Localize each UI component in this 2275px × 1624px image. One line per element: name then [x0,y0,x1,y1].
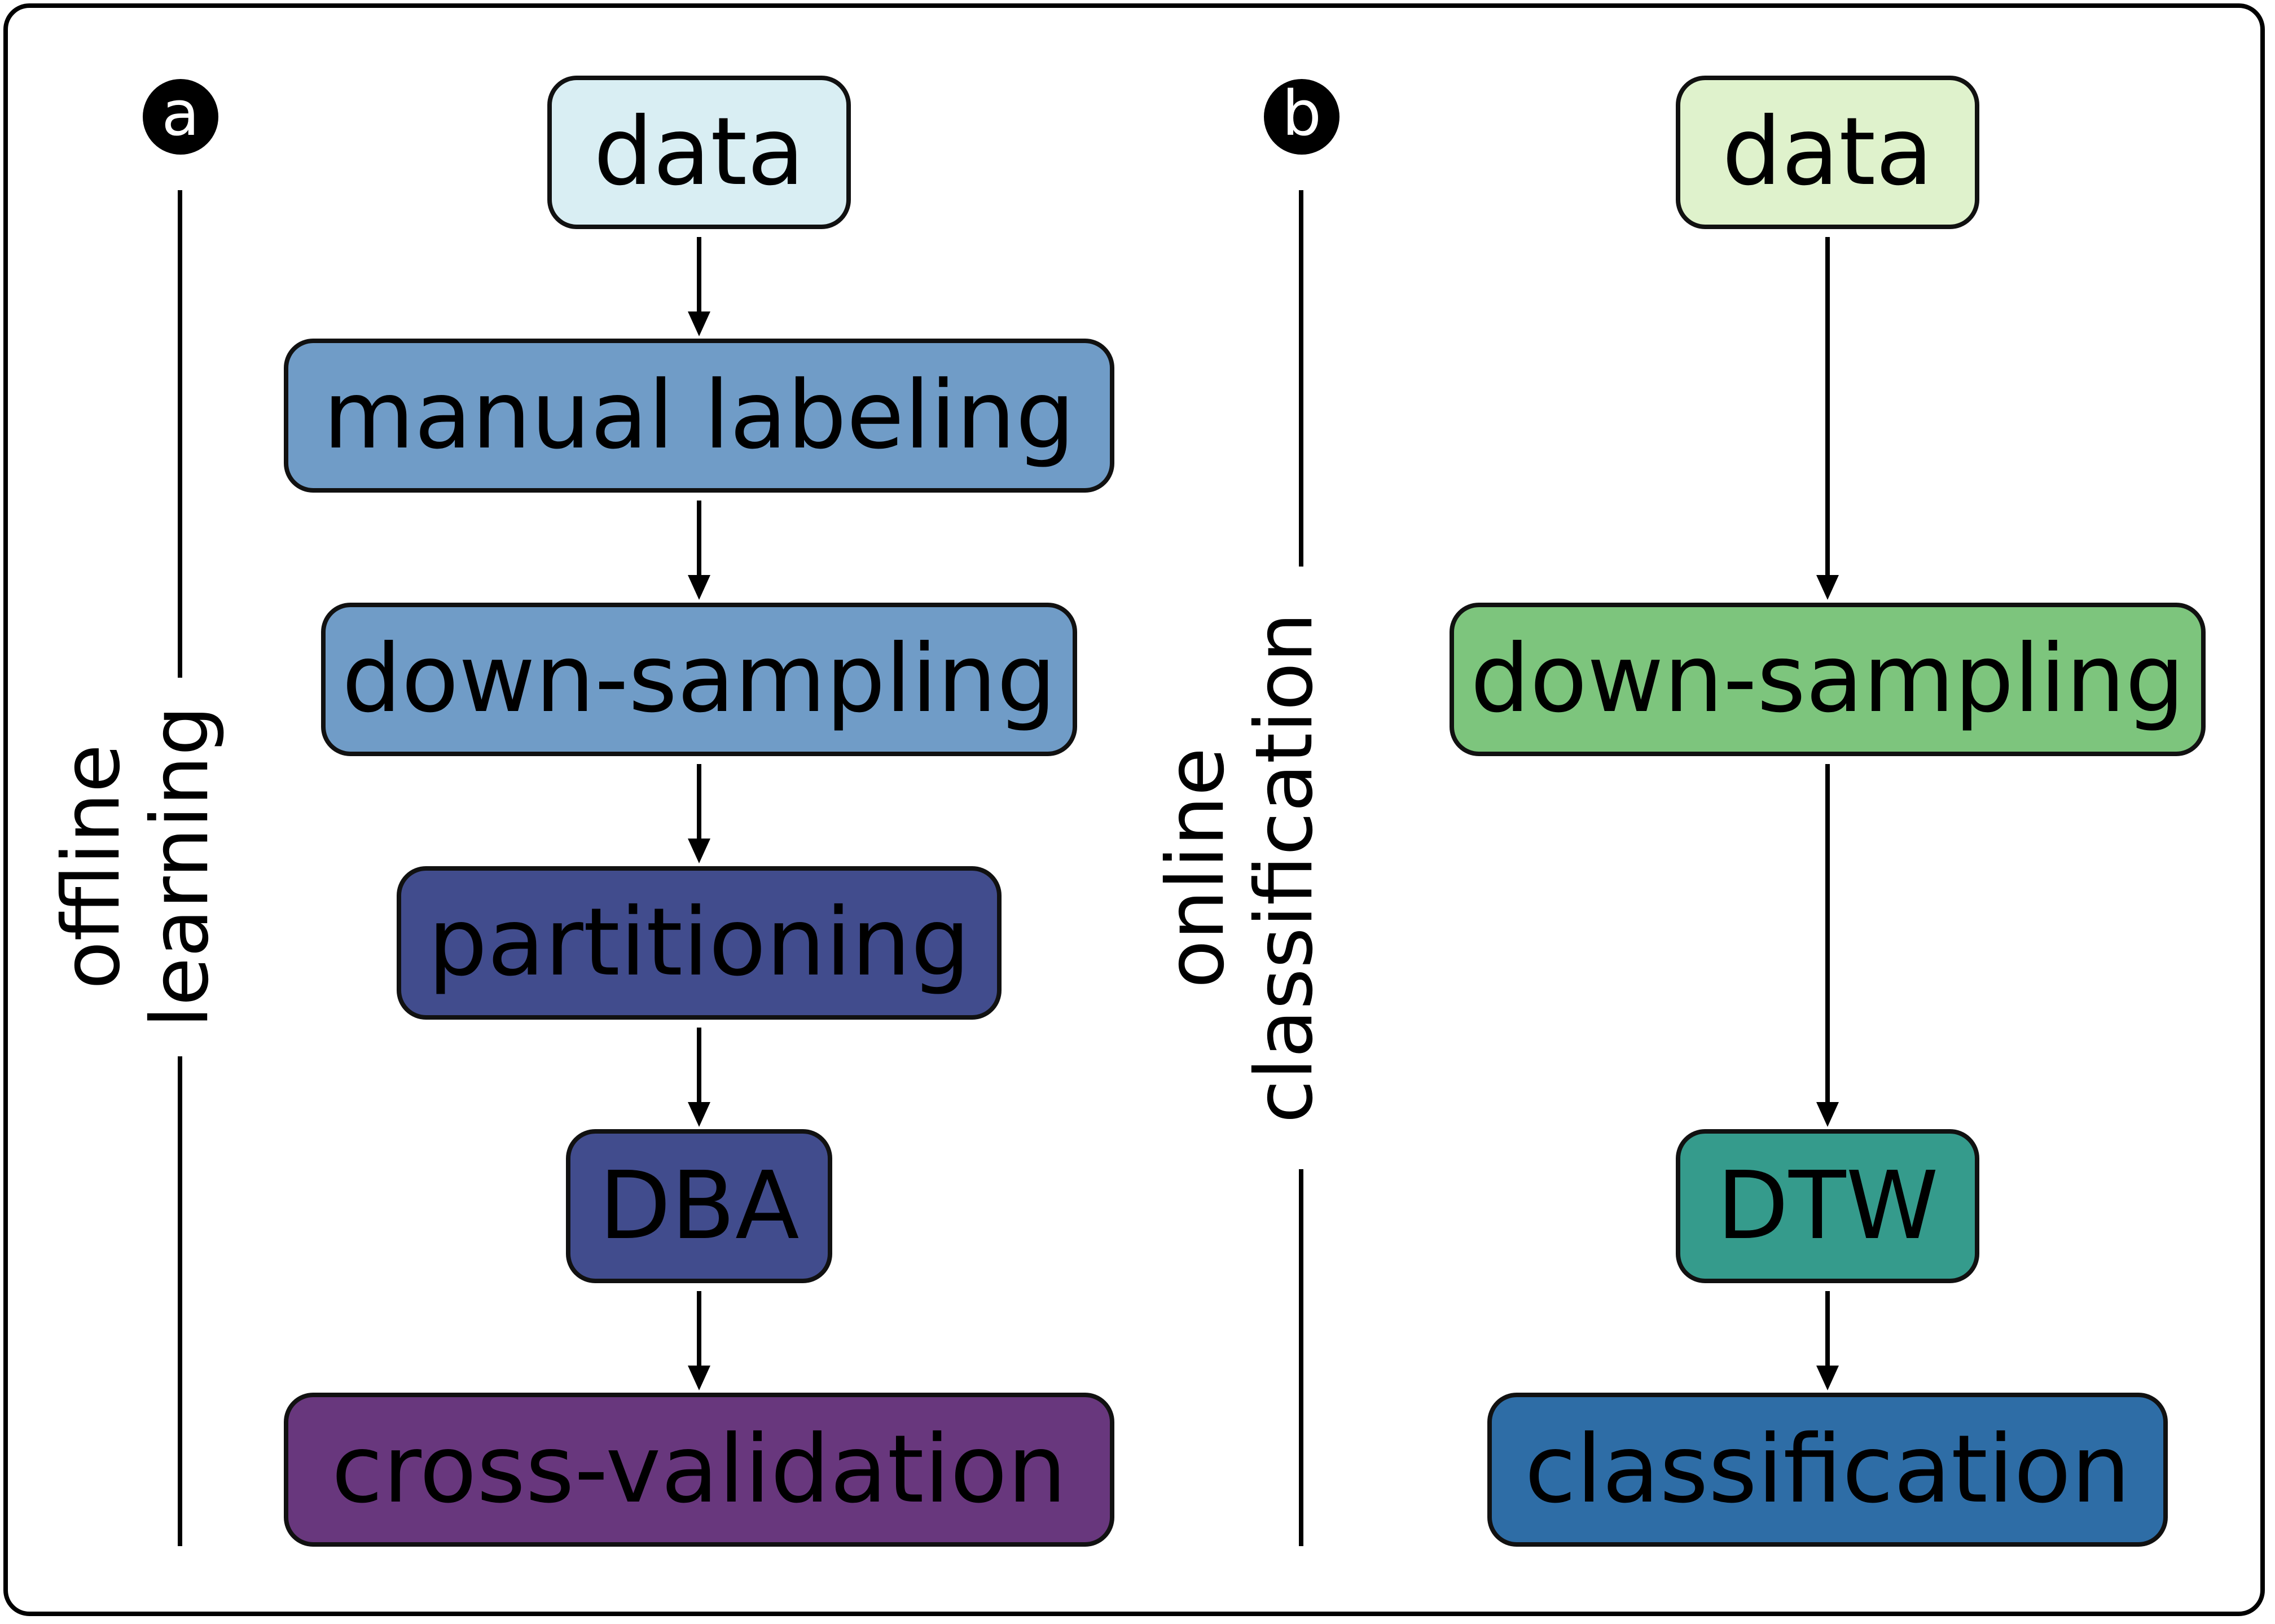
a-node-data: data [547,76,851,229]
panel-a-label: offline learning [46,705,226,1028]
panel-b-label: online classification [1150,612,1330,1123]
a-node-partitioning: partitioning [397,866,1002,1020]
panel-b-badge: b [1264,79,1339,155]
b-node-dtw: DTW [1676,1129,1979,1283]
panel-b-divider-bottom [1299,1169,1303,1546]
b-arrow-3 [1816,1291,1839,1390]
a-node-dba: DBA [566,1129,832,1283]
b-arrow-2 [1816,764,1839,1127]
panel-b-label-line2: classification [1238,612,1330,1123]
panel-a-divider-bottom [178,1056,182,1546]
panel-a-divider-top [178,190,182,678]
panel-a-badge: a [143,79,218,155]
panel-b-divider-top [1299,190,1303,567]
a-arrow-1 [688,237,710,336]
a-node-manual-labeling: manual labeling [284,339,1114,493]
figure-frame [3,3,2265,1616]
a-arrow-2 [688,501,710,600]
b-node-down-sampling: down-sampling [1450,603,2206,756]
panel-a-label-line1: offline [46,744,138,990]
a-node-cross-validation: cross-validation [284,1393,1114,1547]
a-arrow-3 [688,764,710,863]
b-node-data: data [1676,76,1979,229]
panel-a-label-line2: learning [134,705,226,1028]
b-arrow-1 [1816,237,1839,600]
a-arrow-4 [688,1028,710,1127]
a-arrow-5 [688,1291,710,1390]
b-node-classification: classification [1487,1393,2168,1547]
panel-b-label-line1: online [1150,747,1242,989]
a-node-down-sampling: down-sampling [321,603,1077,756]
